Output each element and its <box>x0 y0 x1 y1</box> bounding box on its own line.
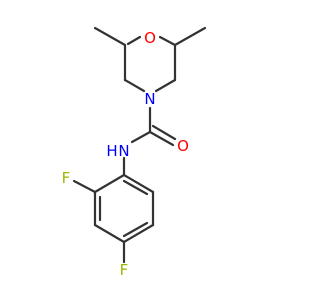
bond-ar-f-ortho <box>72 179 97 194</box>
atom-fluorine-ortho: F <box>62 169 71 187</box>
bond-ar-inner-2 <box>122 221 149 238</box>
atom-nitrogen-amide: N <box>118 142 129 160</box>
bond-c2-methyl <box>93 26 127 47</box>
structure-diagram: O N O N H F F <box>62 26 207 279</box>
bond-carbonyl-o-2 <box>151 124 177 141</box>
bond-c6-methyl <box>173 26 207 47</box>
atom-nitrogen-ring: N <box>144 90 155 108</box>
atom-fluorine-para: F <box>120 261 129 279</box>
bond-o-c6 <box>158 35 177 47</box>
bond-c2-o <box>126 35 142 46</box>
atom-oxygen-ring: O <box>144 29 156 47</box>
bond-n-c3 <box>123 78 146 93</box>
bond-ar-c4-c5 <box>122 223 155 244</box>
bond-ar-c6-c1 <box>122 173 155 194</box>
bond-ar-c1-c2 <box>93 173 126 194</box>
bond-ar-c3-c4 <box>93 223 126 244</box>
atom-oxygen-carbonyl: O <box>177 137 189 155</box>
bond-ar-inner-3 <box>122 179 149 196</box>
atom-labels: O N O N H F F <box>62 29 189 279</box>
bond-carbonyl-o-1 <box>148 130 175 147</box>
bonds <box>72 26 207 264</box>
bond-carbonyl-nh <box>130 130 152 144</box>
atom-hydrogen-amide: H <box>106 142 117 160</box>
bond-c5-n <box>154 78 177 93</box>
